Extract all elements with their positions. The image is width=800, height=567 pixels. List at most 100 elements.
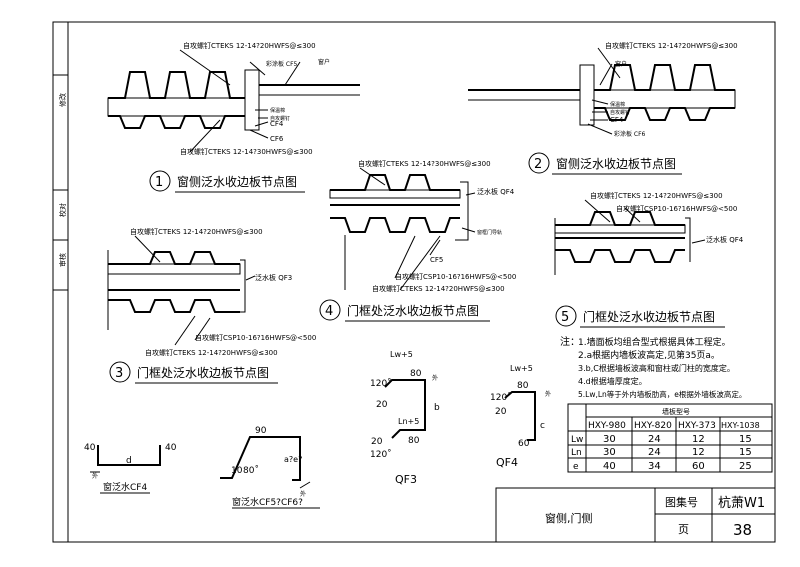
qf3-dim-80-bottom: 80 [408,436,420,446]
cf4-dim-left: 40 [84,443,96,453]
d4-label-screw-bottom: 自攻螺钉CTEKS 12-14?20HWFS@≤300 [372,284,505,293]
qf3-dim-20-bottom: 20 [371,437,383,447]
d4-number-circle [319,299,341,321]
table-cell: 24 [648,447,661,458]
qf4-dim-80: 80 [517,381,529,391]
d1-title: 窗侧泛水收边板节点图 [177,175,297,189]
d5-label-qf4: 泛水板 QF4 [706,235,744,244]
cf56-dim-angle: 80˚ [243,465,259,476]
table-cell: 34 [648,461,661,472]
d4-label-rail: 窗框门导轨 [477,229,502,236]
d1-label-window: 窗户 [318,58,330,66]
d5-label-screw-csp: 自攻螺钉CSP10-16?16HWFS@<500 [616,204,737,213]
table-cell: 12 [692,434,705,445]
table-col-3: HXY-373 [678,421,716,431]
cf4-dim-right: 40 [165,443,177,453]
table-cell: 30 [603,434,616,445]
table-cell: 60 [692,461,705,472]
profile-cf56: 90 10 80˚ a?e? 外 窗泛水CF5?CF6? [220,426,320,509]
dimension-table: 墙板型号 HXY-980 HXY-820 HXY-373 HXY-1038 Lw… [567,403,773,473]
d4-number: 4 [325,304,333,319]
title-block: 窗侧,门侧 图集号 杭萧W1 页 38 [495,487,776,543]
notes: 注： 1.墙面板均组合型式根据具体工程定。 2.a根据内墙板波高定,见第35页a… [560,335,746,399]
cf56-dim-10: 10 [231,466,243,476]
d3-label-screw-bottom: 自攻螺钉CTEKS 12-14?20HWFS@≤300 [145,348,278,357]
side-label-revise: 修改 [58,93,67,107]
title-page-value: 38 [733,521,752,539]
cf4-name: 窗泛水CF4 [103,481,147,493]
qf3-name: QF3 [395,473,417,486]
note-3: 3.b,C根据墙板波高和窗柱或门柱的宽度定。 [578,363,735,373]
d2-label-screw2: 自攻螺钉 [610,109,630,116]
detail-4: 自攻螺钉CTEKS 12-14?30HWFS@≤300 泛水板 QF4 窗框门导… [319,159,516,322]
d3-label-screw-top: 自攻螺钉CTEKS 12-14?20HWFS@≤300 [130,227,263,236]
table-header-title: 墙板型号 [662,407,690,416]
qf4-outer-mark: 外 [545,390,551,398]
cf56-name: 窗泛水CF5?CF6? [232,496,303,508]
d3-number: 3 [115,366,123,381]
profile-qf3: Lw+5 80 120˚ 20 b Ln+5 80 20 120˚ 外 QF3 [370,350,440,486]
table-cell: 12 [692,447,705,458]
d1-label-screw: 自攻螺钉 [270,115,290,122]
table-cell: 15 [739,447,752,458]
d2-label-window: 窗户 [615,60,627,68]
table-col-2: HXY-820 [634,421,672,431]
detail-5: 自攻螺钉CTEKS 12-14?20HWFS@≤300 自攻螺钉CSP10-16… [554,191,744,328]
title-page-label: 页 [678,523,689,536]
profile-qf4: Lw+5 80 120˚ 20 c 60 外 QF4 [490,364,551,469]
d5-label-screw-top: 自攻螺钉CTEKS 12-14?20HWFS@≤300 [590,191,723,200]
d2-label-cf4: CF4 [610,116,624,124]
table-row-label: Ln [571,448,582,458]
qf3-dim-lw: Lw+5 [390,350,413,359]
table-col-4: HXY-1038 [721,421,760,430]
table-cell: 40 [603,461,616,472]
qf4-name: QF4 [496,456,518,469]
qf3-outer-mark: 外 [432,374,438,382]
d4-label-screw-top: 自攻螺钉CTEKS 12-14?30HWFS@≤300 [358,159,491,168]
qf4-dim-60: 60 [518,439,530,449]
d5-title: 门框处泛水收边板节点图 [583,309,715,324]
side-label-review: 审核 [58,253,67,267]
d2-label-screw: 自攻螺钉CTEKS 12-14?20HWFS@≤300 [605,41,738,50]
d4-title: 门框处泛水收边板节点图 [347,303,479,318]
title-set-label: 图集号 [665,495,698,509]
d3-label-screw-csp: 自攻螺钉CSP10-16?16HWFS@<500 [195,333,316,342]
detail-1: 自攻螺钉CTEKS 12-14?20HWFS@≤300 彩涂板 CF5 窗户 保… [107,41,360,193]
d2-number: 2 [534,157,542,172]
qf3-dim-b: b [434,403,440,413]
d2-label-insulation: 保温棉 [610,101,625,108]
d2-number-circle [528,152,550,174]
title-set-value: 杭萧W1 [718,496,765,511]
d3-label-qf3: 泛水板 QF3 [255,273,292,282]
qf3-dim-120-top: 120˚ [370,378,392,389]
qf4-dim-20: 20 [495,407,507,417]
d3-title: 门框处泛水收边板节点图 [137,365,269,380]
qf4-dim-120: 120˚ [490,392,512,403]
d2-title: 窗侧泛水收边板节点图 [556,157,676,171]
title-description: 窗侧,门侧 [545,511,593,525]
table-row-label: e [573,462,579,472]
sheet-border [52,21,776,543]
note-5: 5.Lw,Ln等于外内墙板肋高，e根据外墙板波高定。 [578,389,746,399]
note-4: 4.d根据墙厚度定。 [578,376,647,386]
qf3-dim-ln: Ln+5 [398,417,419,426]
d1-label-screw-bottom: 自攻螺钉CTEKS 12-14?30HWFS@≤300 [180,147,313,156]
table-cell: 30 [603,447,616,458]
table-row-label: Lw [571,435,583,445]
d4-label-qf4: 泛水板 QF4 [477,187,515,196]
detail-3: 自攻螺钉CTEKS 12-14?20HWFS@≤300 泛水板 QF3 自攻螺钉… [107,227,316,384]
d1-label-cf5: 彩涂板 CF5 [266,60,298,68]
table-cell: 25 [739,461,752,472]
table-col-1: HXY-980 [588,421,626,431]
d1-label-cf6: CF6 [270,135,284,143]
side-label-check: 校对 [58,203,67,217]
qf3-dim-80-top: 80 [410,369,422,379]
d4-label-screw-csp: 自攻螺钉CSP10-16?16HWFS@<500 [395,272,516,281]
d5-number: 5 [561,310,569,325]
notes-head: 注： [560,335,580,348]
cf56-dim-90: 90 [255,426,267,436]
d1-label-cf4: CF4 [270,120,284,128]
d1-number-circle [149,170,171,192]
cf56-dim-ae: a?e? [284,455,302,464]
